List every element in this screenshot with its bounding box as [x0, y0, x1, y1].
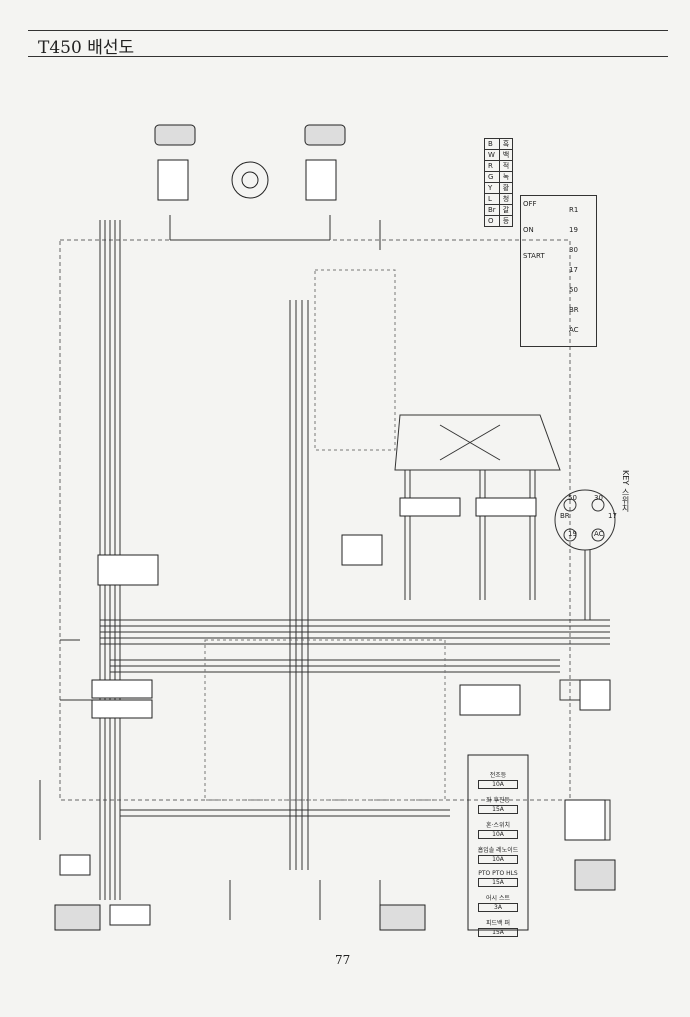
- fuse-name: 전조등: [489, 772, 507, 779]
- legend-cell: Y: [484, 182, 500, 194]
- fuse-rating: 10A: [478, 830, 518, 839]
- legend-cell: O: [484, 215, 500, 227]
- fuse-rating: 10A: [478, 780, 518, 789]
- key-position-label: OFF: [523, 200, 537, 208]
- key-column-label: AC: [569, 326, 579, 334]
- title-underline: [28, 56, 668, 57]
- fuse-rating: 15A: [478, 878, 518, 887]
- fuse-name: PTO PTO HLS: [478, 870, 518, 877]
- legend-cell: W: [484, 149, 500, 161]
- key-column-label: 17: [569, 266, 578, 274]
- fuse-name: 어시 스트: [486, 895, 510, 902]
- key-column-label: BR: [569, 306, 579, 314]
- legend-cell: 녹: [498, 171, 514, 183]
- legend-cell: R: [484, 160, 500, 172]
- legend-cell: Br: [484, 204, 500, 216]
- top-rule: [28, 30, 668, 31]
- legend-cell: 황: [498, 182, 514, 194]
- key-column-label: R1: [569, 206, 579, 214]
- key-position-label: START: [523, 252, 545, 260]
- fuse-name: 혼·스위치: [486, 822, 510, 829]
- key-column-label: 50: [569, 286, 578, 294]
- legend-cell: 흑: [498, 138, 514, 150]
- key-switch-label: KEY 스위치: [621, 470, 630, 512]
- legend-cell: B: [484, 138, 500, 150]
- fuse-name: 피드백 퍼: [486, 920, 510, 927]
- key-terminal: 50: [568, 494, 577, 502]
- key-terminal: 30: [594, 494, 603, 502]
- page-title: T450 배선도: [38, 38, 135, 58]
- key-column-label: 19: [569, 226, 578, 234]
- fuse-rating: 15A: [478, 805, 518, 814]
- legend-cell: 적: [498, 160, 514, 172]
- key-terminal: 19: [568, 530, 577, 538]
- fuse-rating: 10A: [478, 855, 518, 864]
- legend-cell: G: [484, 171, 500, 183]
- legend-cell: 백: [498, 149, 514, 161]
- key-terminal: AC: [594, 530, 604, 538]
- key-position-label: ON: [523, 226, 534, 234]
- legend-cell: 등: [498, 215, 514, 227]
- legend-cell: L: [484, 193, 500, 205]
- key-column-label: 30: [569, 246, 578, 254]
- legend-cell: 갈: [498, 204, 514, 216]
- fuse-name: 좌 후진등: [486, 797, 510, 804]
- fuse-rating: 3A: [478, 903, 518, 912]
- legend-cell: 청: [498, 193, 514, 205]
- key-terminal: BR: [560, 512, 570, 520]
- fuse-name: 흡입솔 레노이드: [477, 847, 519, 854]
- fuse-rating: 15A: [478, 928, 518, 937]
- page-number: 77: [335, 953, 351, 967]
- key-terminal: 17: [608, 512, 617, 520]
